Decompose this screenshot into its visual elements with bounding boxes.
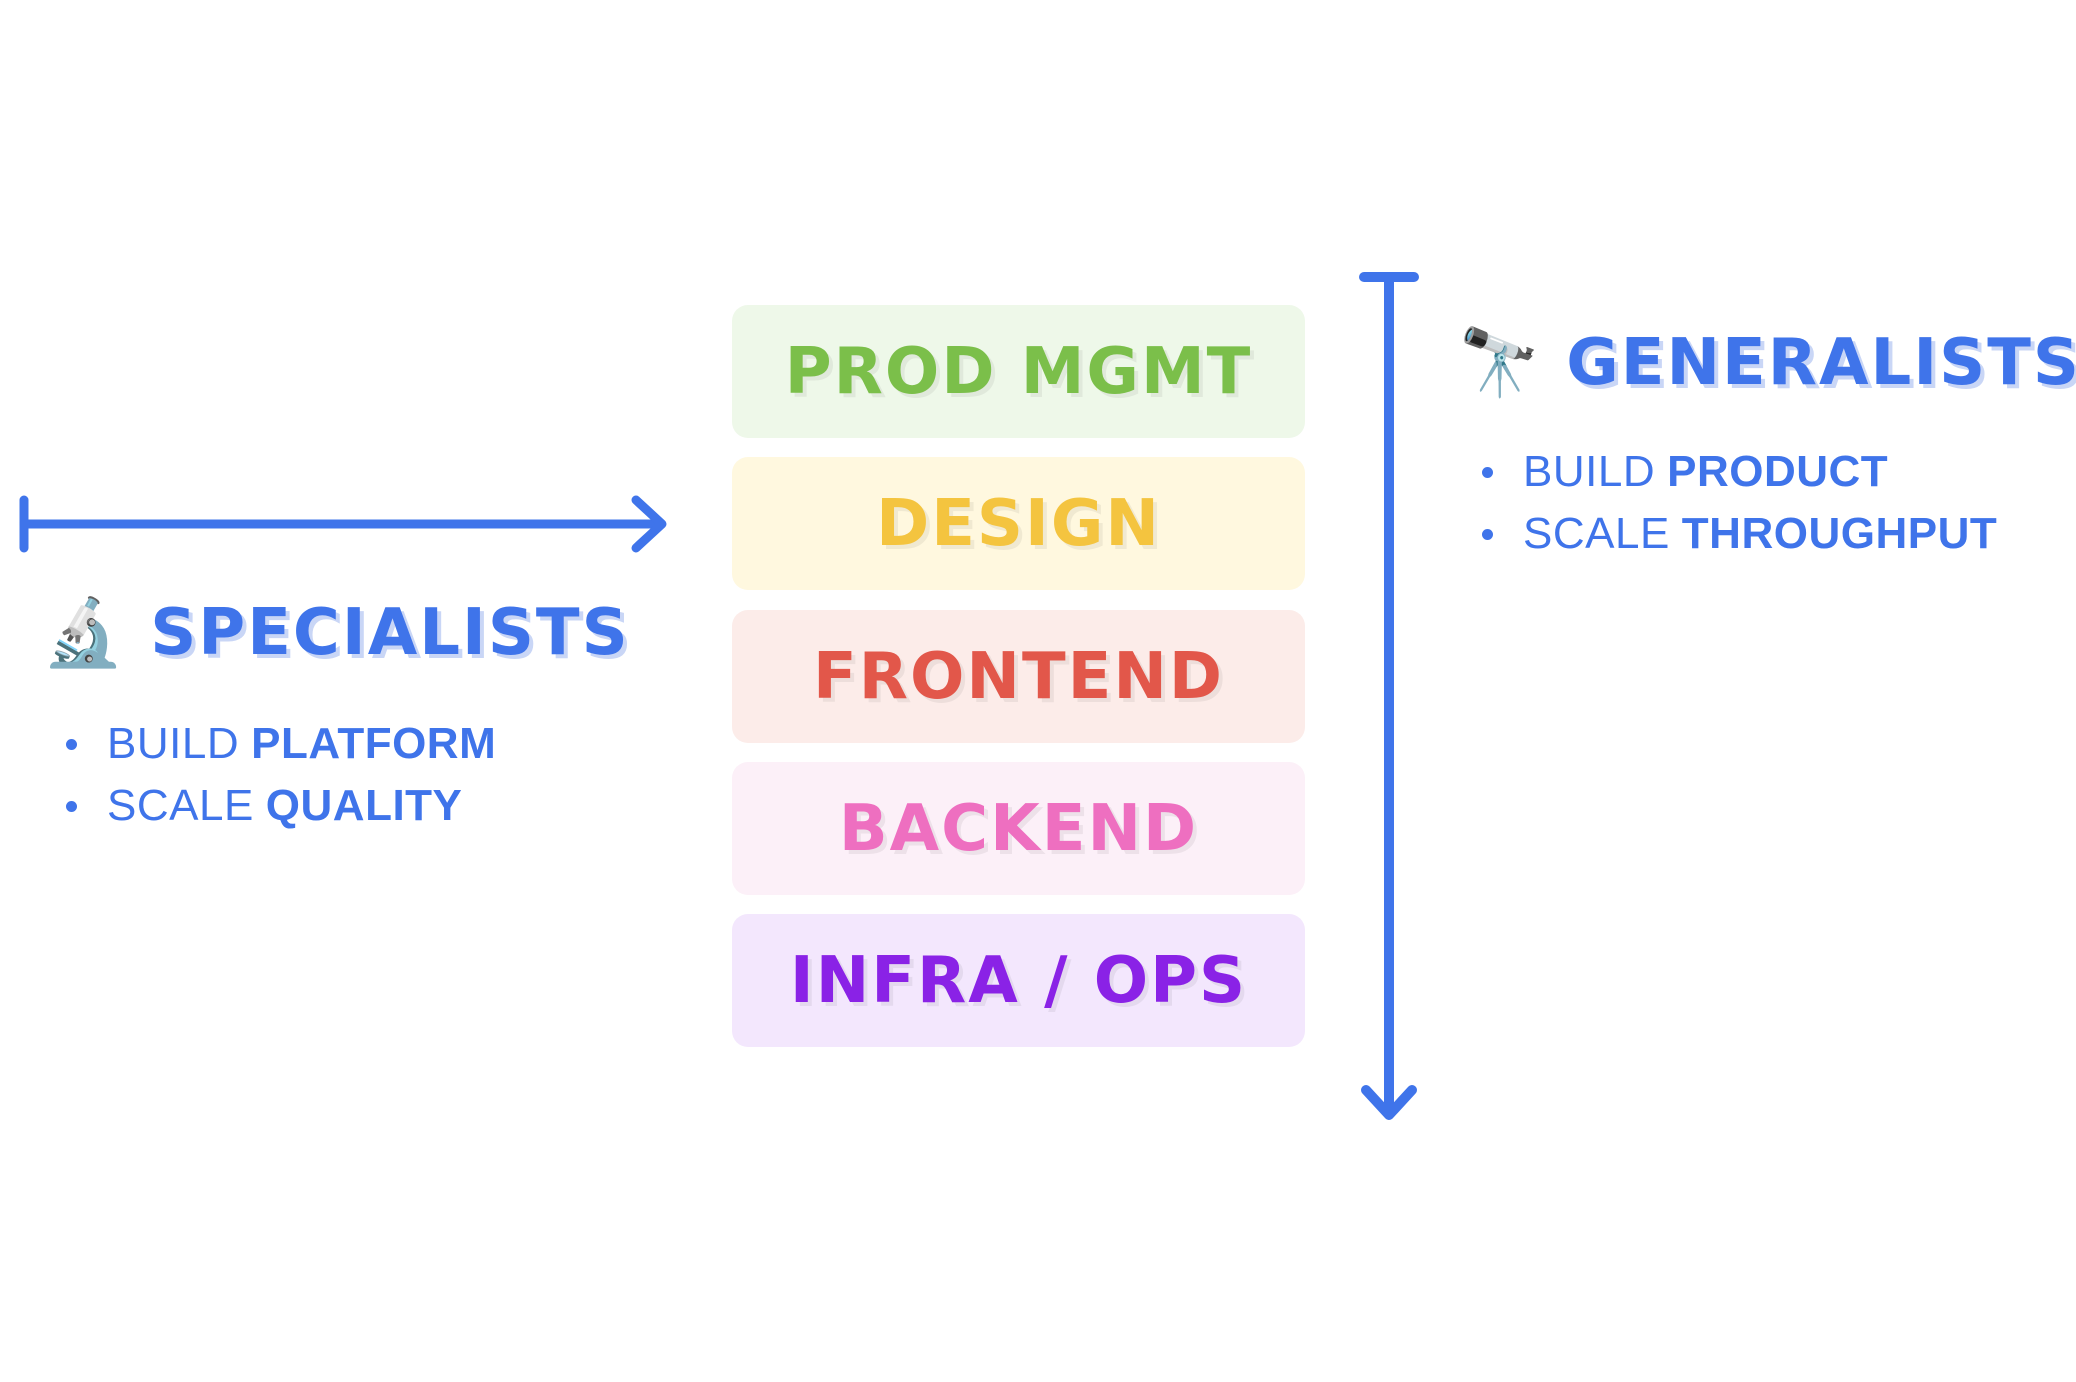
layer-infra-ops: INFRA / OPS bbox=[732, 914, 1305, 1047]
microscope-icon: 🔬 bbox=[42, 594, 125, 671]
list-item: BUILD PRODUCT bbox=[1482, 441, 1997, 503]
bullet-object: QUALITY bbox=[265, 781, 463, 830]
specialists-heading: 🔬 SPECIALISTS bbox=[42, 600, 630, 666]
list-item: SCALE QUALITY bbox=[66, 775, 496, 837]
specialists-bullets: BUILD PLATFORM SCALE QUALITY bbox=[66, 713, 496, 837]
bullet-verb: BUILD bbox=[107, 719, 240, 768]
layer-label: PROD MGMT bbox=[784, 334, 1253, 409]
generalists-bullets: BUILD PRODUCT SCALE THROUGHPUT bbox=[1482, 441, 1997, 565]
bullet-dot bbox=[1482, 466, 1493, 478]
vertical-arrow-head bbox=[1361, 1085, 1417, 1120]
list-item: BUILD PLATFORM bbox=[66, 713, 496, 775]
generalists-heading: 🔭 GENERALISTS bbox=[1458, 330, 2076, 396]
bullet-verb: SCALE bbox=[107, 781, 254, 830]
horizontal-arrow-head bbox=[631, 495, 667, 553]
bullet-dot bbox=[66, 800, 77, 812]
layer-label: DESIGN bbox=[876, 486, 1161, 561]
layer-frontend: FRONTEND bbox=[732, 610, 1305, 743]
bullet-object: PRODUCT bbox=[1667, 447, 1889, 496]
layer-label: BACKEND bbox=[838, 791, 1199, 866]
specialists-title: SPECIALISTS bbox=[150, 596, 630, 670]
bullet-verb: SCALE bbox=[1523, 509, 1670, 558]
telescope-icon: 🔭 bbox=[1458, 324, 1541, 401]
layer-prod-mgmt: PROD MGMT bbox=[732, 305, 1305, 438]
layer-label: FRONTEND bbox=[812, 639, 1225, 714]
layer-backend: BACKEND bbox=[732, 762, 1305, 895]
bullet-dot bbox=[66, 738, 77, 750]
list-item: SCALE THROUGHPUT bbox=[1482, 503, 1997, 565]
bullet-dot bbox=[1482, 528, 1493, 540]
layer-design: DESIGN bbox=[732, 457, 1305, 590]
bullet-verb: BUILD bbox=[1523, 447, 1656, 496]
layer-label: INFRA / OPS bbox=[789, 943, 1248, 1018]
generalists-title: GENERALISTS bbox=[1566, 326, 2076, 400]
bullet-object: THROUGHPUT bbox=[1681, 509, 1998, 558]
bullet-object: PLATFORM bbox=[251, 719, 497, 768]
